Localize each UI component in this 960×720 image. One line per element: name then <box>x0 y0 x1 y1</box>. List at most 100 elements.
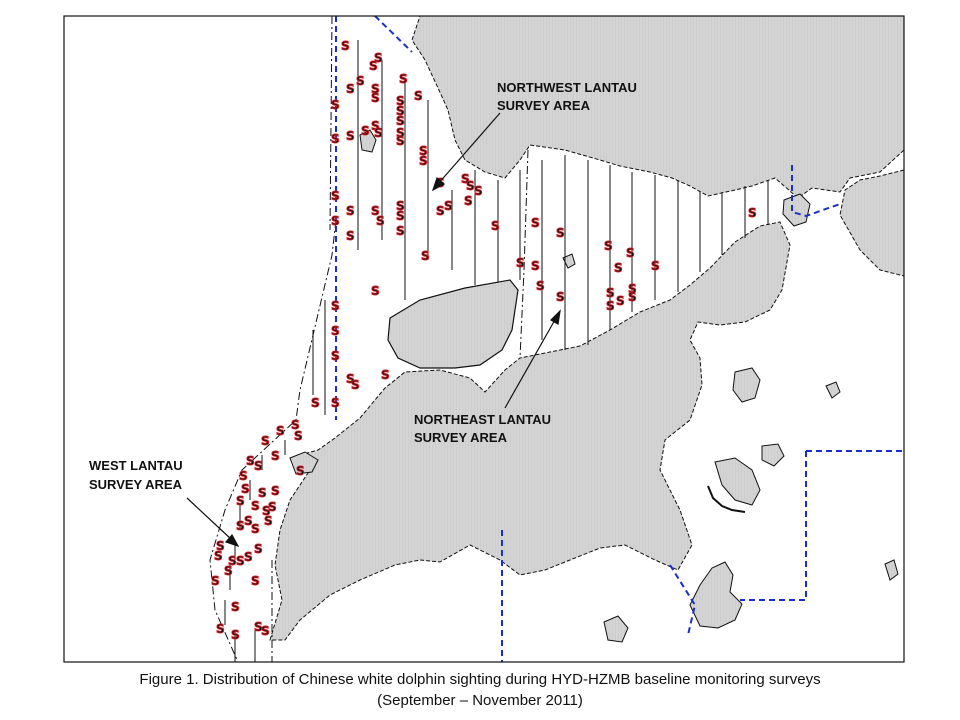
dolphin-sighting-marker: S <box>296 464 305 478</box>
dolphin-sighting-marker: S <box>361 124 370 138</box>
dolphin-sighting-marker: S <box>536 279 545 293</box>
label-northwest-lantau: NORTHWEST LANTAU <box>497 80 637 95</box>
arrow-northwest-head <box>431 176 446 192</box>
dolphin-sighting-marker: S <box>346 129 355 143</box>
dolphin-sighting-marker: S <box>346 372 355 386</box>
coastline-black-curve <box>707 485 746 513</box>
boundary-west-lantau <box>209 219 337 662</box>
dolphin-sighting-marker: S <box>371 204 380 218</box>
land-islet-9 <box>825 381 841 399</box>
land-lantau <box>269 221 791 641</box>
dolphin-sighting-marker: S <box>626 246 635 260</box>
dolphin-sighting-marker: S <box>444 199 453 213</box>
dolphin-sighting-marker: S <box>628 282 637 296</box>
dolphin-sighting-marker: S <box>262 504 271 518</box>
dolphin-sighting-marker: S <box>396 199 405 213</box>
land-islet-7 <box>782 193 811 227</box>
dolphin-sighting-marker: S <box>516 256 525 270</box>
arrow-northeast-head <box>550 309 561 325</box>
dolphin-sighting-marker: S <box>371 82 380 96</box>
dolphin-sighting-marker: S <box>369 59 378 73</box>
land-mainland-north <box>411 16 904 199</box>
dolphin-sighting-marker: S <box>399 72 408 86</box>
dolphin-sighting-marker: S <box>341 39 350 53</box>
boundary-blue-3 <box>791 165 841 218</box>
boundary-northwest-west <box>329 16 333 231</box>
dolphin-sighting-marker: S <box>346 229 355 243</box>
boundary-northeast-west <box>519 149 529 359</box>
dolphin-sighting-marker: S <box>346 82 355 96</box>
dolphin-sighting-marker: S <box>414 89 423 103</box>
dolphin-sighting-marker: S <box>421 249 430 263</box>
dolphin-sighting-marker: S <box>531 216 540 230</box>
dolphin-sighting-marker: S <box>254 542 263 556</box>
dolphin-sighting-marker: S <box>614 261 623 275</box>
land-islet-6 <box>289 451 319 475</box>
caption-line-2: (September – November 2011) <box>377 692 583 709</box>
dolphin-sighting-marker: S <box>419 144 428 158</box>
dolphin-sighting-marker: S <box>531 259 540 273</box>
arrow-west <box>186 497 233 541</box>
land-islet-8 <box>359 129 377 153</box>
dolphin-sighting-marker: S <box>351 378 360 392</box>
dolphin-sighting-marker: S <box>331 98 340 112</box>
dolphin-sighting-marker: S <box>651 259 660 273</box>
land-islet-4 <box>689 561 743 629</box>
label-northeast-survey-area: SURVEY AREA <box>414 430 508 445</box>
dolphin-sighting-marker: S <box>271 449 280 463</box>
dolphin-sighting-marker: S <box>271 484 280 498</box>
dolphin-sighting-marker: S <box>231 628 240 642</box>
dolphin-sighting-marker: S <box>396 126 405 140</box>
dolphin-sighting-marker: S <box>211 574 220 588</box>
boundary-blue-2 <box>374 16 413 53</box>
dolphin-sighting-marker: S <box>251 522 260 536</box>
dolphin-sighting-marker: S <box>604 239 613 253</box>
dolphin-sighting-marker: S <box>216 539 225 553</box>
dolphin-sighting-marker: S <box>396 209 405 223</box>
dolphin-sighting-marker: S <box>371 119 380 133</box>
dolphin-sighting-marker: S <box>268 500 277 514</box>
dolphin-sighting-marker: S <box>374 51 383 65</box>
dolphin-sighting-marker: S <box>241 482 250 496</box>
dolphin-sighting-marker: S <box>331 132 340 146</box>
dolphin-sighting-marker: S <box>276 424 285 438</box>
dolphin-sighting-marker: S <box>748 206 757 220</box>
dolphin-sighting-marker: S <box>331 324 340 338</box>
dolphin-sighting-marker: S <box>261 624 270 638</box>
dolphin-sighting-marker: S <box>244 514 253 528</box>
dolphin-sighting-marker: S <box>254 620 263 634</box>
boundary-blue-7 <box>669 564 697 636</box>
dolphin-sighting-marker: S <box>231 600 240 614</box>
dolphin-sighting-marker: S <box>396 134 405 148</box>
land-islet-11 <box>884 559 899 581</box>
land-islet-2 <box>714 457 761 506</box>
dolphin-sighting-marker: S <box>311 396 320 410</box>
land-islet-1 <box>732 367 761 403</box>
dolphin-sighting-marker: S <box>246 454 255 468</box>
dolphin-sighting-marker: S <box>556 290 565 304</box>
label-northwest-survey-area: SURVEY AREA <box>497 98 591 113</box>
dolphin-sighting-marker: S <box>396 114 405 128</box>
dolphin-sighting-marker: S <box>254 459 263 473</box>
dolphin-sighting-marker: S <box>356 74 365 88</box>
land-airport-island <box>387 279 519 369</box>
dolphin-sighting-marker: S <box>236 519 245 533</box>
dolphin-sighting-marker: S <box>381 368 390 382</box>
label-west-survey-area: SURVEY AREA <box>89 477 183 492</box>
dolphin-sighting-marker: S <box>374 126 383 140</box>
dolphin-sighting-marker: S <box>371 91 380 105</box>
dolphin-sighting-marker: S <box>331 189 340 203</box>
transect-lines <box>224 40 769 662</box>
dolphin-sighting-marker: S <box>261 434 270 448</box>
dolphin-sighting-marker: S <box>216 622 225 636</box>
dolphin-sighting-marker: S <box>474 184 483 198</box>
dolphin-sighting-marker: S <box>376 214 385 228</box>
dolphin-sighting-marker: S <box>346 204 355 218</box>
dolphin-sighting-marker: S <box>228 554 237 568</box>
dolphin-sighting-marker: S <box>464 194 473 208</box>
dolphin-sighting-marker: S <box>251 574 260 588</box>
dolphin-sighting-marker: S <box>491 219 500 233</box>
